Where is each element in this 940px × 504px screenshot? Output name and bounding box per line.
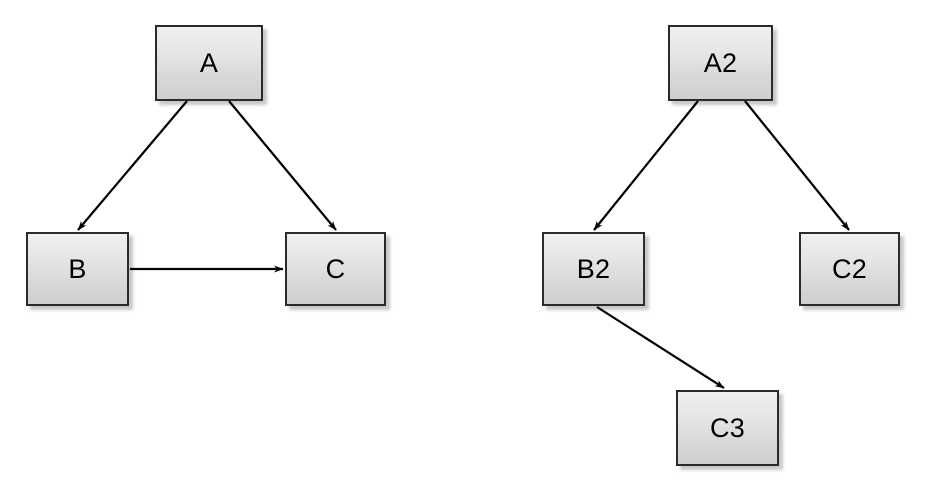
node-a-label: A xyxy=(199,47,219,78)
edge-b2-to-c3 xyxy=(596,306,725,389)
node-b-label: B xyxy=(68,253,87,284)
node-b[interactable]: B xyxy=(26,232,129,306)
edge-a2-to-b2 xyxy=(593,100,699,231)
node-c2-label: C2 xyxy=(832,253,867,284)
node-c2[interactable]: C2 xyxy=(799,232,900,306)
node-b2[interactable]: B2 xyxy=(542,232,645,306)
edge-a2-to-c2 xyxy=(744,100,850,231)
node-a[interactable]: A xyxy=(155,25,263,101)
node-c3-label: C3 xyxy=(710,412,745,443)
node-a2-label: A2 xyxy=(703,47,738,78)
edge-a-to-c xyxy=(228,100,337,231)
node-c-label: C xyxy=(325,253,346,284)
node-c[interactable]: C xyxy=(285,232,386,306)
node-c3[interactable]: C3 xyxy=(676,390,779,466)
node-a2[interactable]: A2 xyxy=(668,25,773,101)
edge-a-to-b xyxy=(77,100,188,231)
node-b2-label: B2 xyxy=(576,253,611,284)
